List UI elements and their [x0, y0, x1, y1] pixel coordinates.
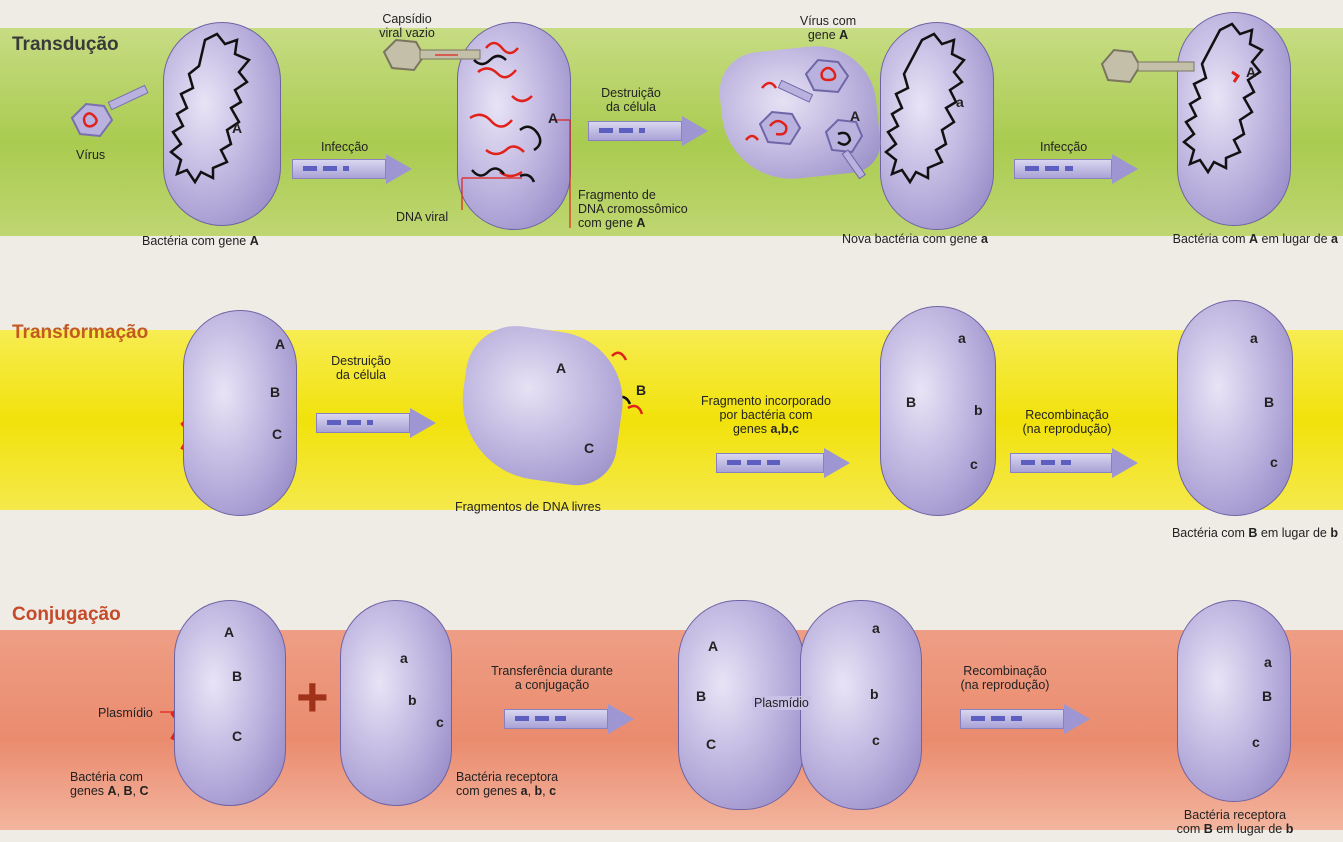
label-plasmidio: Plasmídio	[98, 706, 153, 720]
label-bacteria-lugar: Bactéria com A em lugar de a	[1100, 232, 1338, 246]
label-dna-viral: DNA viral	[396, 210, 448, 224]
label-fragmento: Fragmento de DNA cromossômico com gene A	[578, 188, 688, 230]
gene-label: c	[1252, 734, 1260, 750]
label-capsidio: Capsídio viral vazio	[362, 12, 452, 40]
phage-attached-icon	[1102, 50, 1194, 82]
arrow-infeccao	[292, 156, 412, 182]
arrow-infeccao-2	[1014, 156, 1138, 182]
label-recombinacao-2: Recombinação (na reprodução)	[950, 664, 1060, 692]
gene-label: c	[872, 732, 880, 748]
gene-label: a	[958, 330, 966, 346]
label-destruicao-2: Destruição da célula	[326, 354, 396, 382]
plus-sign: +	[296, 664, 329, 729]
gene-label: B	[906, 394, 916, 410]
label-plasmidio-2: Plasmídio	[752, 696, 811, 710]
arrow-transferencia	[504, 706, 634, 732]
label-recombinacao: Recombinação (na reprodução)	[1012, 408, 1122, 436]
label-bacteria-receptora-final: Bactéria receptora com B em lugar de b	[1140, 808, 1330, 836]
gene-label: B	[696, 688, 706, 704]
gene-label: a	[872, 620, 880, 636]
label-transferencia: Transferência durante a conjugação	[472, 664, 632, 692]
gene-label: A	[708, 638, 718, 654]
empty-capsid-icon	[384, 40, 480, 70]
gene-label: a	[1250, 330, 1258, 346]
label-bacteria-b: Bactéria com B em lugar de b	[1080, 526, 1338, 540]
gene-label: C	[584, 440, 594, 456]
arrow-destruicao-2	[316, 410, 436, 436]
gene-label: A	[548, 110, 558, 126]
gene-label: C	[272, 426, 282, 442]
gene-label: A	[1246, 64, 1256, 80]
gene-label: C	[232, 728, 242, 744]
virus-icon	[72, 85, 148, 136]
gene-label: C	[706, 736, 716, 752]
gene-label: b	[870, 686, 879, 702]
label-bacteria-gene-a: Bactéria com gene A	[142, 234, 259, 248]
arrow-recombinacao	[1010, 450, 1138, 476]
bacteria-cell	[340, 600, 452, 806]
label-bacteria-receptora: Bactéria receptora com genes a, b, c	[456, 770, 558, 798]
label-infeccao: Infecção	[321, 140, 368, 154]
gene-label: B	[232, 668, 242, 684]
gene-label: A	[556, 360, 566, 376]
gene-label: b	[408, 692, 417, 708]
gene-label: c	[970, 456, 978, 472]
gene-label: A	[232, 120, 242, 136]
gene-label: a	[400, 650, 408, 666]
gene-label: c	[436, 714, 444, 730]
label-virus-com-gene: Vírus com gene A	[778, 14, 878, 42]
arrow-incorporado	[716, 450, 850, 476]
gene-label: A	[224, 624, 234, 640]
label-virus: Vírus	[76, 148, 105, 162]
gene-label: A	[850, 108, 860, 124]
gene-label: A	[275, 336, 285, 352]
label-nova-bacteria: Nova bactéria com gene a	[842, 232, 988, 246]
label-fragmento-incorporado: Fragmento incorporado por bactéria com g…	[676, 394, 856, 436]
gene-label: B	[1262, 688, 1272, 704]
bacteria-cell	[1177, 300, 1293, 516]
arrow-destruicao	[588, 118, 708, 144]
label-destruicao: Destruição da célula	[596, 86, 666, 114]
bacteria-cell	[800, 600, 922, 810]
gene-label: B	[636, 382, 646, 398]
label-bacteria-doadora: Bactéria com genes A, B, C	[70, 770, 149, 798]
label-fragmentos-livres: Fragmentos de DNA livres	[455, 500, 601, 514]
gene-label: B	[270, 384, 280, 400]
gene-label: b	[974, 402, 983, 418]
label-infeccao-2: Infecção	[1040, 140, 1087, 154]
bacteria-cell	[1177, 600, 1291, 802]
gene-label: a	[1264, 654, 1272, 670]
gene-label: a	[956, 94, 964, 110]
gene-label: B	[1264, 394, 1274, 410]
chromosome	[171, 34, 249, 182]
arrow-recombinacao-2	[960, 706, 1090, 732]
gene-label: c	[1270, 454, 1278, 470]
